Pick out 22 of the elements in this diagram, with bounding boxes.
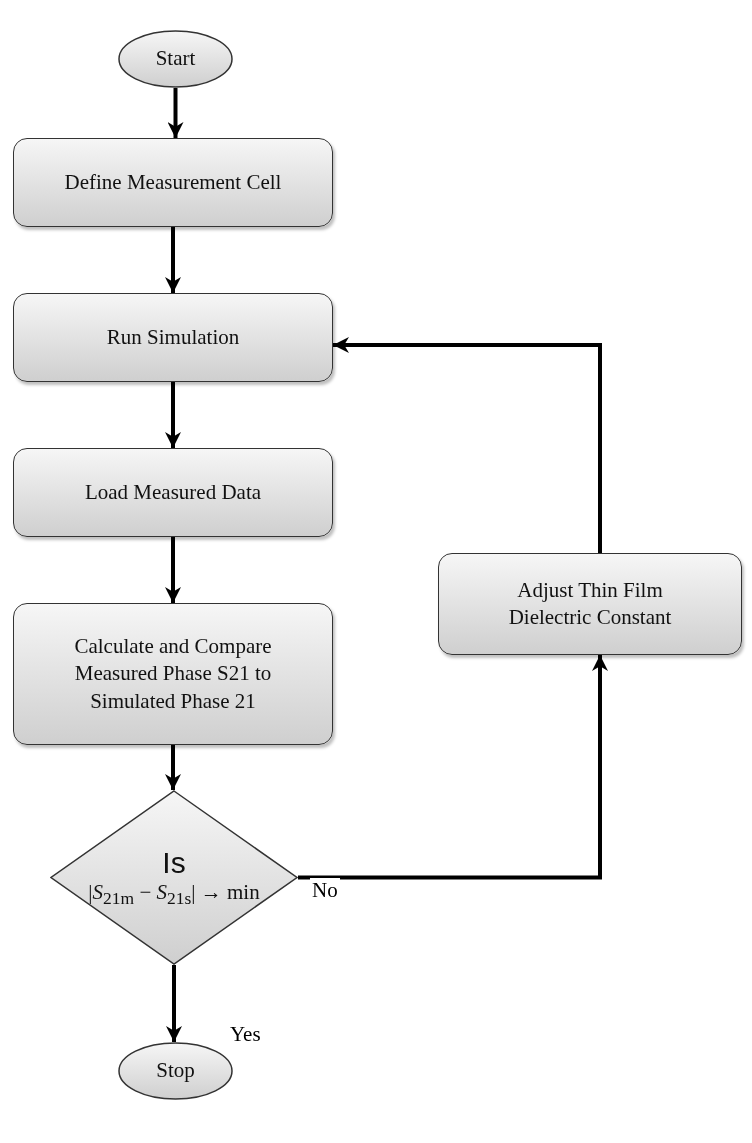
process-box: [13, 293, 333, 382]
process-label: Load Measured Data: [83, 478, 263, 506]
arrow: [298, 655, 608, 880]
arrow: [166, 965, 182, 1042]
process-box: [438, 553, 742, 655]
arrow: [165, 537, 181, 603]
arrow: [165, 745, 181, 790]
decision-formula: |S$_{21m}$ − S$_{21s}$| → min: [87, 878, 261, 910]
terminal-label: Stop: [155, 1057, 196, 1085]
process-label: Calculate and Compare Measured Phase S21 to Simulated Phase 21: [73, 633, 273, 715]
process-label: Run Simulation: [105, 323, 241, 351]
process-label: Define Measurement Cell: [63, 168, 283, 196]
arrow: [333, 337, 602, 553]
terminal-label: Start: [154, 45, 197, 73]
arrow: [165, 382, 181, 448]
arrow: [165, 227, 181, 293]
process-box: [13, 448, 333, 537]
process-box: [13, 603, 333, 745]
process-label: Adjust Thin Film Dielectric Constant: [507, 576, 673, 631]
arrow: [167, 88, 184, 138]
process-box: [13, 138, 333, 227]
decision-question: Is: [161, 845, 187, 879]
